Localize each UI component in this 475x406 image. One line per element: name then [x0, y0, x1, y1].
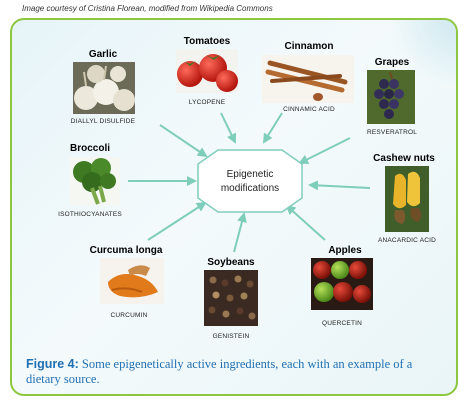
- tomatoes-photo: [176, 49, 238, 93]
- center-line-2: modifications: [221, 183, 279, 194]
- title-garlic: Garlic: [89, 49, 118, 60]
- caption-text: Some epigenetically active ingredients, …: [26, 357, 413, 386]
- garlic-photo: [73, 62, 135, 114]
- arrow-soybeans: [233, 212, 247, 253]
- compound-garlic: DIALLYL DISULFIDE: [71, 118, 136, 125]
- center-node: Epigenetic modifications: [197, 149, 303, 213]
- title-apples: Apples: [328, 245, 362, 256]
- item-cinnamon: Cinnamon CINNAMIC ACID: [262, 41, 354, 113]
- cinnamon-photo: [262, 55, 354, 103]
- compound-broccoli: ISOTHIOCYANATES: [58, 211, 122, 218]
- compound-curcuma: CURCUMIN: [111, 312, 148, 319]
- curcuma-photo: [100, 258, 164, 304]
- compound-cinnamon: CINNAMIC ACID: [283, 106, 335, 113]
- compound-cashew: ANACARDIC ACID: [378, 237, 436, 244]
- compound-soybeans: GENISTEIN: [213, 333, 250, 340]
- title-cashew: Cashew nuts: [373, 153, 435, 164]
- item-garlic: Garlic DIALLYL DISULFIDE: [71, 49, 136, 125]
- image-credit: Image courtesy of Cristina Florean, modi…: [22, 4, 273, 13]
- arrow-tomatoes: [220, 112, 237, 144]
- title-cinnamon: Cinnamon: [285, 41, 334, 52]
- item-apples: Apples QUERCETIN: [311, 245, 373, 327]
- grapes-photo: [367, 70, 415, 124]
- broccoli-photo: [70, 157, 120, 205]
- title-curcuma: Curcuma longa: [90, 245, 163, 256]
- compound-grapes: RESVERATROL: [367, 129, 417, 136]
- title-soybeans: Soybeans: [207, 257, 255, 268]
- soybeans-photo: [204, 270, 258, 326]
- cashew-photo: [385, 166, 429, 232]
- item-curcuma: Curcuma longa CURCUMIN: [90, 245, 164, 319]
- caption-label: Figure 4:: [26, 357, 79, 371]
- arrow-garlic: [159, 124, 208, 158]
- arrow-cinnamon: [262, 112, 283, 144]
- item-soybeans: Soybeans GENISTEIN: [204, 257, 258, 340]
- arrow-curcuma: [147, 201, 207, 241]
- compound-tomatoes: LYCOPENE: [189, 99, 226, 106]
- arrow-apples: [285, 204, 326, 241]
- item-grapes: Grapes RESVERATROL: [367, 57, 417, 136]
- center-line-1: Epigenetic: [227, 169, 274, 180]
- title-grapes: Grapes: [375, 57, 410, 68]
- item-cashew: Cashew nuts ANACARDIC ACID: [373, 153, 436, 244]
- apples-photo: [311, 258, 373, 310]
- item-tomatoes: Tomatoes LYCOPENE: [176, 36, 238, 106]
- title-tomatoes: Tomatoes: [184, 36, 231, 47]
- figure-caption: Figure 4: Some epigenetically active ing…: [26, 357, 446, 387]
- compound-apples: QUERCETIN: [322, 320, 362, 327]
- arrow-cashew: [308, 180, 371, 191]
- arrow-grapes: [298, 137, 351, 164]
- title-broccoli: Broccoli: [70, 143, 110, 154]
- item-broccoli: Broccoli ISOTHIOCYANATES: [58, 143, 122, 218]
